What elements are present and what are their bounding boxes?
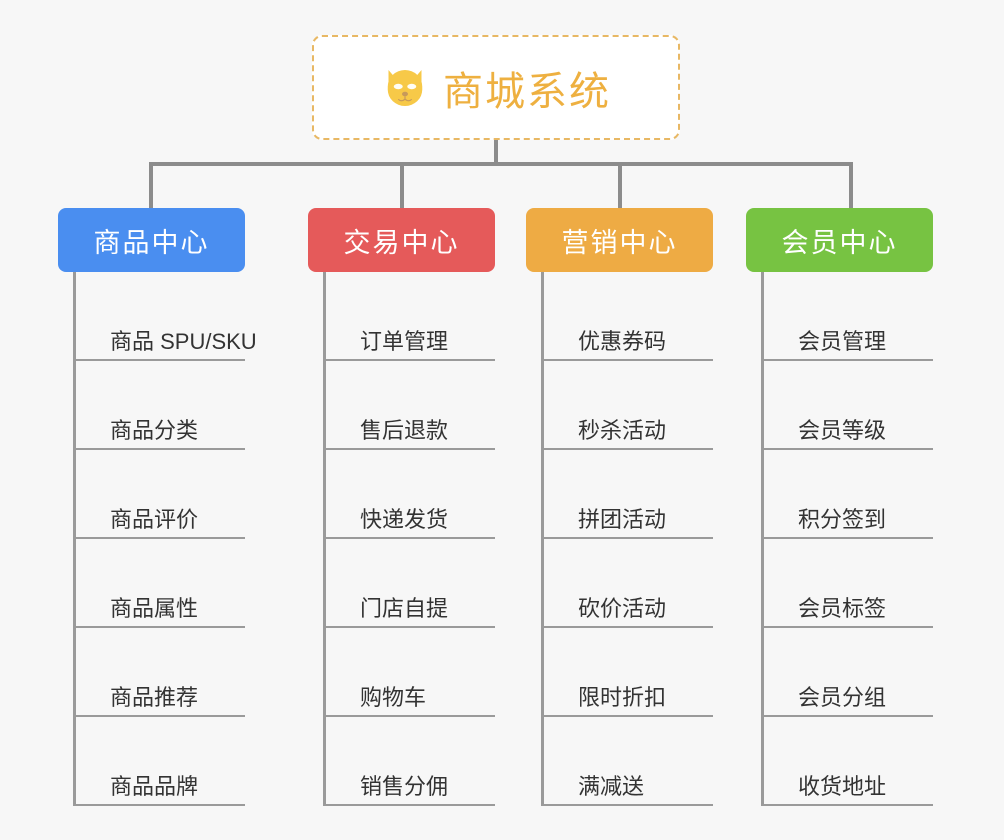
leaf-node[interactable]: 收货地址 <box>764 717 933 806</box>
leaf-label: 限时折扣 <box>578 684 667 710</box>
leaf-label: 会员标签 <box>798 595 887 621</box>
root-node[interactable]: 商城系统 <box>312 35 680 140</box>
leaf-label: 优惠券码 <box>578 328 667 354</box>
leaf-node[interactable]: 门店自提 <box>326 539 495 628</box>
connector-drop-3 <box>618 162 622 210</box>
leaf-label: 砍价活动 <box>578 595 667 621</box>
leaf-node[interactable]: 会员分组 <box>764 628 933 717</box>
branch-header-4[interactable]: 会员中心 <box>746 208 933 272</box>
leaf-node[interactable]: 快递发货 <box>326 450 495 539</box>
branch-header-3[interactable]: 营销中心 <box>526 208 713 272</box>
branch-3: 营销中心优惠券码秒杀活动拼团活动砍价活动限时折扣满减送 <box>526 208 713 806</box>
leaf-node[interactable]: 购物车 <box>326 628 495 717</box>
leaf-node[interactable]: 会员标签 <box>764 539 933 628</box>
leaf-label: 商品 SPU/SKU <box>110 328 257 354</box>
leaf-node[interactable]: 积分签到 <box>764 450 933 539</box>
leaf-node[interactable]: 拼团活动 <box>544 450 713 539</box>
leaf-node[interactable]: 砍价活动 <box>544 539 713 628</box>
leaf-label: 商品评价 <box>110 506 199 532</box>
leaf-node[interactable]: 优惠券码 <box>544 272 713 361</box>
leaf-label: 快递发货 <box>360 506 449 532</box>
leaf-label: 门店自提 <box>360 595 449 621</box>
leaf-label: 商品属性 <box>110 595 199 621</box>
shiba-dog-face-icon <box>381 64 429 112</box>
leaf-node[interactable]: 秒杀活动 <box>544 361 713 450</box>
leaf-label: 会员等级 <box>798 417 887 443</box>
leaf-label: 拼团活动 <box>578 506 667 532</box>
connector-root-stem <box>494 140 498 164</box>
leaf-node[interactable]: 商品评价 <box>76 450 245 539</box>
leaf-label: 销售分佣 <box>360 773 449 799</box>
leaf-label: 商品推荐 <box>110 684 199 710</box>
leaf-node[interactable]: 满减送 <box>544 717 713 806</box>
root-title: 商城系统 <box>443 69 611 114</box>
branch-header-1[interactable]: 商品中心 <box>58 208 245 272</box>
leaf-node[interactable]: 商品品牌 <box>76 717 245 806</box>
leaf-label: 商品分类 <box>110 417 199 443</box>
leaf-label: 会员分组 <box>798 684 887 710</box>
leaf-node[interactable]: 销售分佣 <box>326 717 495 806</box>
leaf-label: 积分签到 <box>798 506 887 532</box>
leaf-node[interactable]: 商品分类 <box>76 361 245 450</box>
branch-leaf-list-4: 会员管理会员等级积分签到会员标签会员分组收货地址 <box>761 272 933 806</box>
leaf-node[interactable]: 会员管理 <box>764 272 933 361</box>
leaf-label: 商品品牌 <box>110 773 199 799</box>
leaf-node[interactable]: 商品 SPU/SKU <box>76 272 257 361</box>
branch-2: 交易中心订单管理售后退款快递发货门店自提购物车销售分佣 <box>308 208 495 806</box>
leaf-label: 收货地址 <box>798 773 887 799</box>
leaf-node[interactable]: 订单管理 <box>326 272 495 361</box>
branch-leaf-list-3: 优惠券码秒杀活动拼团活动砍价活动限时折扣满减送 <box>541 272 713 806</box>
leaf-node[interactable]: 售后退款 <box>326 361 495 450</box>
connector-drop-2 <box>400 162 404 210</box>
branch-leaf-list-1: 商品 SPU/SKU 商品分类商品评价商品属性商品推荐商品品牌 <box>73 272 257 806</box>
leaf-label: 购物车 <box>360 684 427 710</box>
leaf-node[interactable]: 限时折扣 <box>544 628 713 717</box>
connector-drop-4 <box>849 162 853 210</box>
connector-drop-1 <box>149 162 153 210</box>
leaf-node[interactable]: 商品推荐 <box>76 628 245 717</box>
leaf-node[interactable]: 会员等级 <box>764 361 933 450</box>
leaf-label: 售后退款 <box>360 417 449 443</box>
branch-1: 商品中心商品 SPU/SKU 商品分类商品评价商品属性商品推荐商品品牌 <box>58 208 257 806</box>
connector-horizontal-bus <box>149 162 851 166</box>
branch-header-2[interactable]: 交易中心 <box>308 208 495 272</box>
leaf-label: 订单管理 <box>360 328 449 354</box>
branch-leaf-list-2: 订单管理售后退款快递发货门店自提购物车销售分佣 <box>323 272 495 806</box>
leaf-label: 满减送 <box>578 773 645 799</box>
leaf-label: 会员管理 <box>798 328 887 354</box>
leaf-node[interactable]: 商品属性 <box>76 539 245 628</box>
leaf-label: 秒杀活动 <box>578 417 667 443</box>
branch-4: 会员中心会员管理会员等级积分签到会员标签会员分组收货地址 <box>746 208 933 806</box>
